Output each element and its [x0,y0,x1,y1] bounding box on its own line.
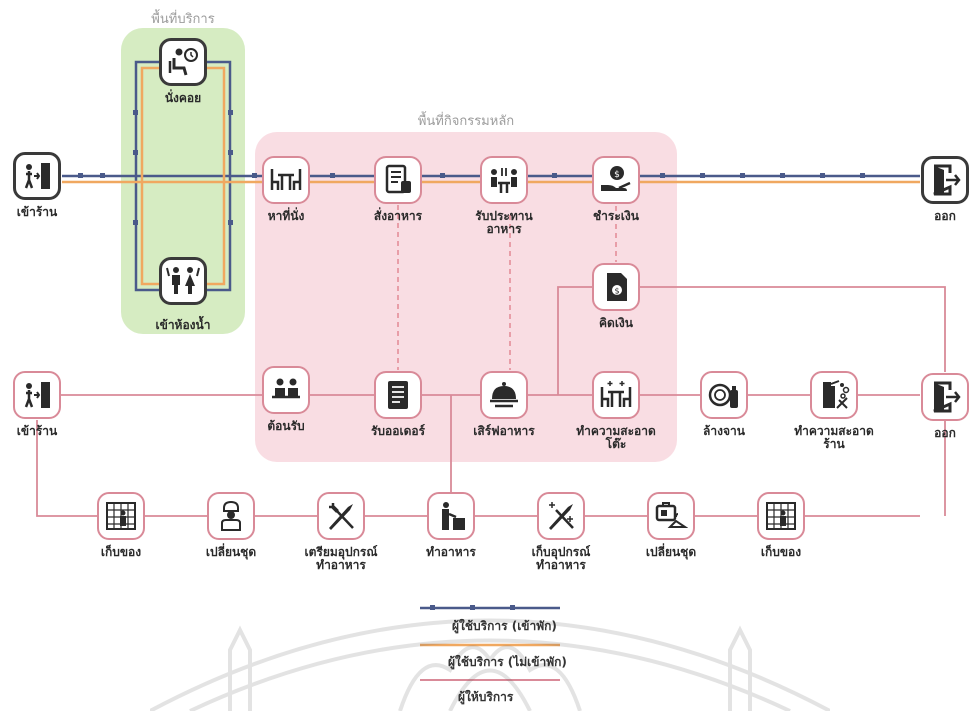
label-customer-enter: เข้าร้าน [16,205,58,219]
label-store-items-2: เก็บของ [760,545,802,559]
legend-staff: ผู้ให้บริการ [458,690,514,704]
staff-exit-door-icon [921,373,969,421]
label-serve: เสิร์ฟอาหาร [473,424,535,438]
clean-table-sparkle-icon [592,371,640,419]
label-customer-exit: ออก [934,209,956,223]
legend-swatches [420,605,560,681]
label-wait: นั่งคอย [164,91,202,105]
label-eat: รับประทาน อาหาร [475,209,533,236]
label-staff-exit: ออก [934,426,956,440]
label-order: สั่งอาหาร [373,209,423,223]
clean-tools-sparkle-icon [537,492,585,540]
label-change-clothes-2: เปลี่ยนชุด [645,545,697,559]
label-pay: ชำระเงิน [593,209,639,223]
welcome-reception-icon [262,366,310,414]
label-staff-enter: เข้าร้าน [16,424,58,438]
order-ticket-icon [374,371,422,419]
customer-line-markers [78,110,865,225]
label-clean-store: ทำความสะอาด ร้าน [794,424,874,451]
label-welcome: ต้อนรับ [267,419,305,433]
enter-door-icon [13,152,61,200]
chef-uniform-icon [207,492,255,540]
staff-enter-door-icon [13,371,61,419]
pay-hand-coin-icon: $ [592,156,640,204]
label-store-items-1: เก็บของ [100,545,142,559]
cooking-person-icon [427,492,475,540]
legend-customer-no-stay: ผู้ใช้บริการ (ไม่เข้าพัก) [448,655,567,669]
locker-storage-icon [97,492,145,540]
exit-door-icon [921,156,969,204]
label-clean-table: ทำความสะอาด โต๊ะ [576,424,656,451]
bag-hanger-icon [647,492,695,540]
label-bill: คิดเงิน [599,316,633,330]
label-seat: หาที่นั่ง [267,209,305,223]
label-cook: ทำอาหาร [426,545,476,559]
label-store-tools: เก็บอุปกรณ์ ทำอาหาร [531,545,591,572]
cleaning-supplies-icon [810,371,858,419]
label-change-clothes-1: เปลี่ยนชุด [205,545,257,559]
waiting-chair-clock-icon [159,38,207,86]
menu-list-icon [374,156,422,204]
dashed-links [397,205,617,370]
service-area-title: พื้นที่บริการ [151,12,215,27]
table-chairs-icon [262,156,310,204]
label-restroom: เข้าห้องน้ำ [155,318,211,332]
label-prep-tools: เตรียมอุปกรณ์ ทำอาหาร [304,545,378,572]
locker-storage-icon [757,492,805,540]
label-take-order: รับออเดอร์ [370,424,426,438]
svg-text:$: $ [614,287,619,296]
dish-washing-icon [700,371,748,419]
knife-fork-icon [317,492,365,540]
svg-text:$: $ [614,170,620,180]
dining-people-icon [480,156,528,204]
legend-customer-stay: ผู้ใช้บริการ (เข้าพัก) [452,619,557,633]
main-activity-title: พื้นที่กิจกรรมหลัก [417,114,515,129]
bill-invoice-icon: $ [592,263,640,311]
restroom-people-icon [159,257,207,305]
label-wash-dishes: ล้างจาน [703,424,745,438]
university-seal-watermark [150,618,830,711]
serving-cloche-icon [480,371,528,419]
